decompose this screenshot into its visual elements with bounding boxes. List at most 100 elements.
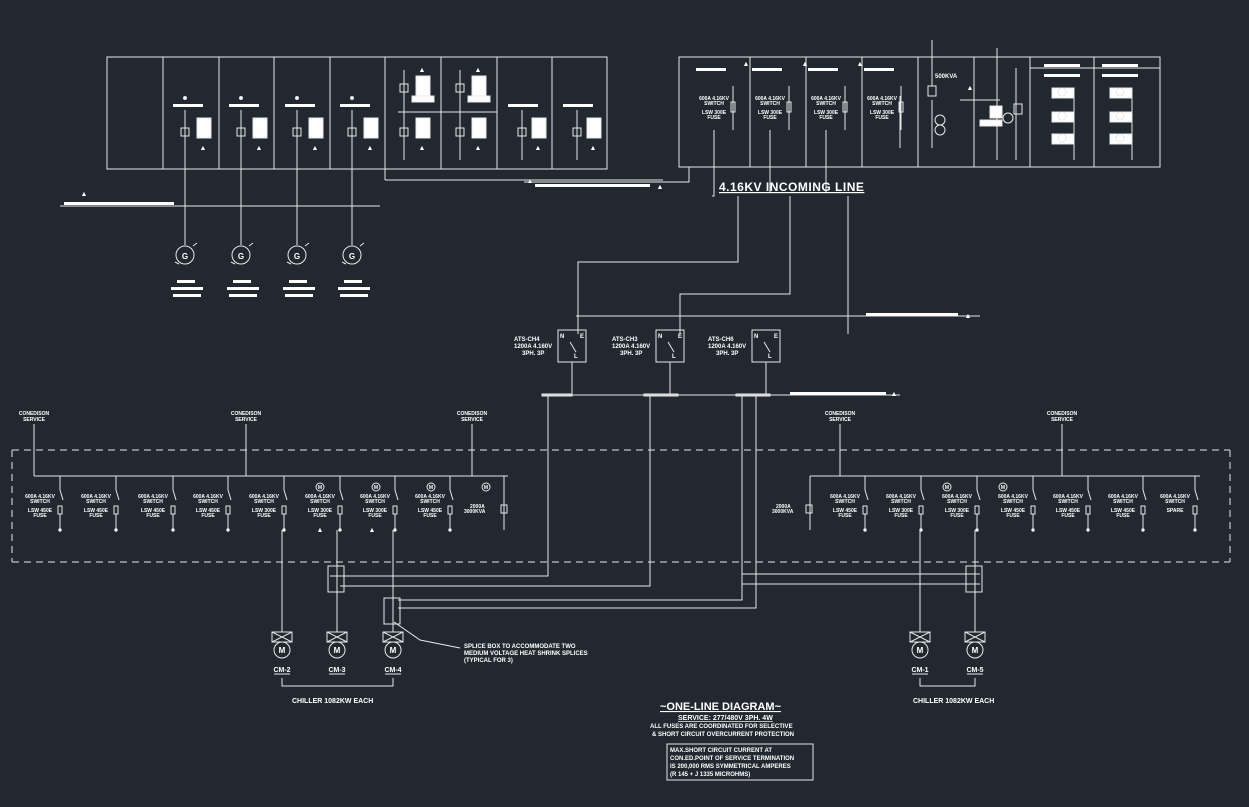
switch-type: SWITCH [816, 101, 836, 107]
warning-icon: ▲ [369, 527, 376, 534]
chiller-group-bracket [281, 678, 394, 687]
motor-symbol [942, 482, 952, 492]
cubicle-label-bar [1102, 64, 1138, 67]
warning-icon: ▲ [535, 145, 542, 152]
generator-name-bar [289, 280, 307, 283]
warning-icon: ▲ [590, 145, 597, 152]
cubicle-label-bar [508, 104, 538, 107]
incoming-line-label: 4.16KV INCOMING LINE [719, 180, 864, 194]
switch-rating: 600A 4.16KV [755, 96, 785, 102]
chiller-name: CM-4 [384, 667, 401, 674]
warning-icon: ▲ [965, 313, 972, 320]
splice-note-line1: SPLICE BOX TO ACCOMMODATE TWO [464, 644, 576, 650]
motor-symbol [998, 482, 1008, 492]
chiller-group-left: CHILLER 1082KW EACH [292, 698, 373, 705]
node-dot [448, 528, 452, 532]
ats-feeder [577, 196, 739, 334]
coned-service-label: SERVICE [23, 417, 46, 423]
starter-cross [909, 631, 931, 643]
node-dot [295, 96, 299, 100]
fuse-label: FUSE [1006, 513, 1020, 519]
chiller-feeder [398, 396, 743, 601]
warning-icon: ▲ [200, 145, 207, 152]
warning-icon: ▲ [419, 67, 426, 74]
fuse-rating: LSW 300E [945, 508, 970, 514]
warning-icon: ▲ [475, 145, 482, 152]
fuse-label: FUSE [33, 513, 47, 519]
fuse-label: FUSE [257, 513, 271, 519]
cubicle-label-bar [229, 104, 259, 107]
starter-cross [271, 631, 293, 643]
chiller-motor [328, 641, 346, 659]
generator-name-bar [340, 294, 368, 297]
switch-rating: 600A 4.16KV [1108, 494, 1138, 500]
fuse-symbol [974, 505, 980, 515]
relay-circle [1057, 87, 1067, 97]
motor-label: M [1001, 485, 1005, 491]
ats-name: ATS-CH6 [708, 337, 734, 343]
wire [712, 130, 715, 197]
motor-label: M [374, 485, 378, 491]
coordination-note-1: ALL FUSES ARE COORDINATED FOR SELECTIVE [650, 724, 793, 730]
generator-symbol [342, 245, 362, 265]
short-circuit-line3: IS 200,000 RMS SYMMETRICAL AMPERES [670, 764, 791, 770]
switch-type: SWITCH [1165, 499, 1185, 505]
ats-phase: 3PH. 3P [716, 351, 738, 357]
chiller-feeder [340, 396, 651, 587]
node-dot [183, 96, 187, 100]
wiring [11, 40, 1231, 687]
fuse-label: FUSE [894, 513, 908, 519]
tie-line-label [535, 184, 650, 187]
fuse-rating: LSW 300E [889, 508, 914, 514]
splice-box [965, 565, 983, 593]
switch-rating: 600A 4.16KV [811, 96, 841, 102]
cubicle-label-bar [752, 68, 780, 71]
fuse-label: FUSE [819, 115, 833, 121]
chiller-feeder [398, 396, 757, 609]
ats-switch-blade [763, 341, 771, 353]
switch-rating: 600A 4.16KV [305, 494, 335, 500]
switch-rating: 600A 4.16KV [415, 494, 445, 500]
warning-icon: ▲ [967, 85, 974, 92]
chiller-name: CM-1 [911, 667, 928, 674]
fuse-rating: LSW 450E [84, 508, 109, 514]
cubicle-label-bar [1044, 64, 1080, 67]
fuse-label: FUSE [707, 115, 721, 121]
relay-symbol [1051, 111, 1075, 123]
splice-note-line2: MEDIUM VOLTAGE HEAT SHRINK SPLICES [464, 651, 588, 657]
switch-rating: 600A 4.16KV [249, 494, 279, 500]
coned-service-label: CONEDISON [457, 411, 488, 417]
ats-name: ATS-CH3 [612, 337, 638, 343]
coned-service-label: SERVICE [235, 417, 258, 423]
cubicle-label-bar [285, 104, 315, 107]
relay-symbol [415, 117, 431, 139]
relay-symbol [196, 117, 212, 139]
warning-icon: ▲ [743, 61, 750, 68]
switch-type: SWITCH [1003, 499, 1023, 505]
generator-arrow [230, 242, 254, 265]
chiller-motor-label: M [972, 646, 979, 655]
transformer-rating: 3000KVA [772, 509, 794, 515]
motor-symbol [371, 482, 381, 492]
ats-l-label: L [768, 354, 772, 360]
switch-type: SWITCH [143, 499, 163, 505]
fuse-label: FUSE [1061, 513, 1075, 519]
relay-symbol [1109, 133, 1133, 145]
fuse-symbol [225, 505, 231, 515]
ats-l-label: L [672, 354, 676, 360]
fuse-rating: LSW 300E [758, 110, 783, 116]
fuse-rating: LSW 450E [833, 508, 858, 514]
relay-symbol [308, 117, 324, 139]
meter-box [1013, 103, 1023, 115]
fuse-rating: LSW 450E [141, 508, 166, 514]
generator-label: G [294, 252, 300, 261]
fuse-symbol [1085, 505, 1091, 515]
generator-label: G [182, 252, 188, 261]
switchgear-right-frame [678, 56, 1161, 168]
ats-rating: 1200A 4.160V [612, 344, 650, 350]
chiller-feeder [330, 396, 549, 577]
switch-rating: 600A 4.16KV [830, 494, 860, 500]
relay-symbol [363, 117, 379, 139]
fuse-rating: LSW 300E [252, 508, 277, 514]
